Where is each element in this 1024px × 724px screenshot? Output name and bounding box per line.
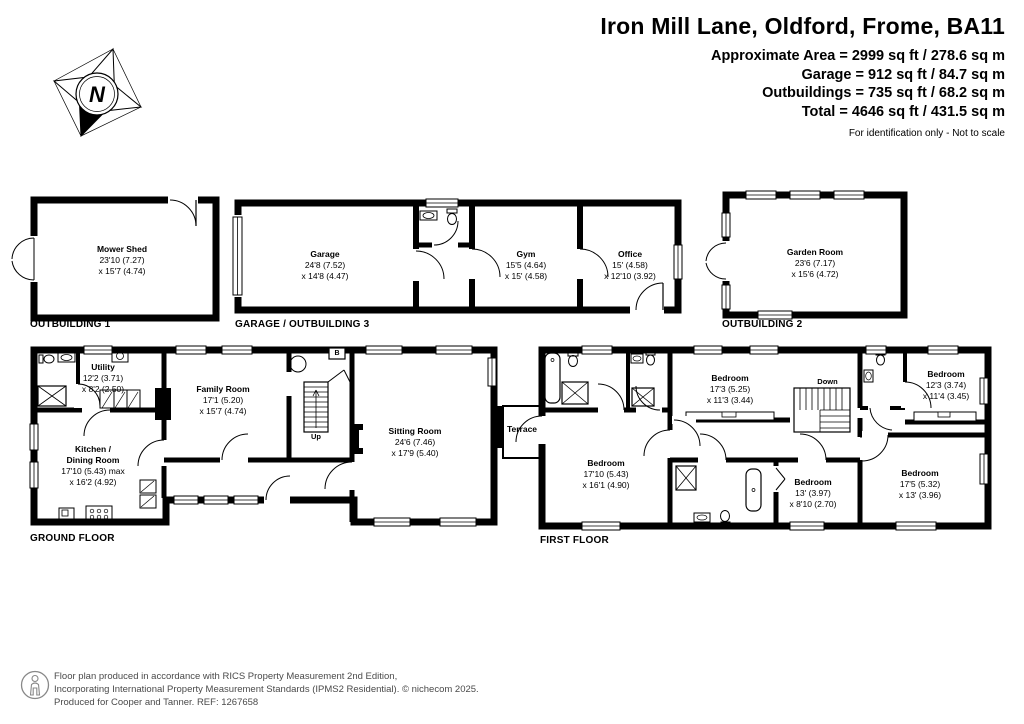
footer-text: Floor plan produced in accordance with R… — [54, 670, 674, 709]
room-label-bedroom-5: Bedroom 17'5 (5.32) x 13' (3.96) — [898, 468, 942, 500]
room-label-garden-room: Garden Room 23'6 (7.17) x 15'6 (4.72) — [786, 247, 844, 279]
room-label-terrace: Terrace — [506, 424, 538, 434]
stairs-down-label: Down — [817, 377, 838, 386]
room-label-utility: Utility 12'2 (3.71) x 8'2 (2.50) — [81, 362, 125, 394]
area-line-outbuildings: Outbuildings = 735 sq ft / 68.2 sq m — [762, 85, 1005, 101]
footer-line-1: Floor plan produced in accordance with R… — [54, 671, 398, 682]
room-label-gym: Gym 15'5 (4.64) x 15' (4.58) — [504, 249, 548, 281]
stairs-up-label: Up — [311, 432, 321, 441]
label-ground-floor: GROUND FLOOR — [30, 533, 115, 544]
room-label-office: Office 15' (4.58) x 12'10 (3.92) — [604, 249, 656, 281]
room-label-bedroom-4: Bedroom 12'3 (3.74) x 11'4 (3.45) — [922, 369, 970, 401]
area-line-garage: Garage = 912 sq ft / 84.7 sq m — [801, 66, 1005, 83]
footer-line-3: Produced for Cooper and Tanner. REF: 126… — [54, 697, 259, 708]
floor-plan-first-floor — [502, 345, 992, 531]
person-icon — [20, 670, 50, 700]
boiler-label: B — [334, 350, 340, 357]
floor-plan-garage-outbuilding-3 — [231, 198, 683, 317]
room-label-sitting-room: Sitting Room 24'6 (7.46) x 17'9 (5.40) — [388, 426, 442, 458]
page-title: Iron Mill Lane, Oldford, Frome, BA11 — [600, 13, 1005, 39]
footer-line-2: Incorporating International Property Mea… — [54, 684, 479, 695]
label-garage-outbuilding-3: GARAGE / OUTBUILDING 3 — [235, 319, 370, 330]
room-label-family-room: Family Room 17'1 (5.20) x 15'7 (4.74) — [196, 384, 250, 416]
room-label-bedroom-2: Bedroom 17'3 (5.25) x 11'3 (3.44) — [706, 373, 754, 405]
compass-n-label: N — [89, 82, 106, 107]
disclaimer-text: For identification only - Not to scale — [848, 128, 1005, 139]
label-outbuilding-1: OUTBUILDING 1 — [30, 319, 111, 330]
header: Iron Mill Lane, Oldford, Frome, BA11 App… — [600, 13, 1005, 139]
floor-plan-outbuilding-2 — [705, 190, 908, 320]
floor-plan-outbuilding-1 — [11, 193, 220, 322]
room-label-bedroom-main: Bedroom 17'10 (5.43) x 16'1 (4.90) — [582, 458, 630, 490]
label-first-floor: FIRST FLOOR — [540, 535, 609, 546]
footer: Floor plan produced in accordance with R… — [20, 668, 479, 708]
label-outbuilding-2: OUTBUILDING 2 — [722, 319, 803, 330]
area-line-total: Total = 4646 sq ft / 431.5 sq m — [801, 103, 1005, 120]
room-label-garage: Garage 24'8 (7.52) x 14'8 (4.47) — [301, 249, 349, 281]
area-summary: Approximate Area = 2999 sq ft / 278.6 sq… — [600, 47, 1005, 121]
north-arrow-icon: N — [52, 47, 143, 138]
area-line-approximate: Approximate Area = 2999 sq ft / 278.6 sq… — [710, 48, 1005, 64]
room-label-bedroom-3: Bedroom 13' (3.97) x 8'10 (2.70) — [789, 477, 837, 509]
floor-plan-ground-floor — [29, 345, 502, 527]
room-label-mower-shed: Mower Shed 23'10 (7.27) x 15'7 (4.74) — [96, 244, 148, 276]
room-label-kitchen-dining: Kitchen / Dining Room 17'10 (5.43) max x… — [61, 444, 125, 487]
